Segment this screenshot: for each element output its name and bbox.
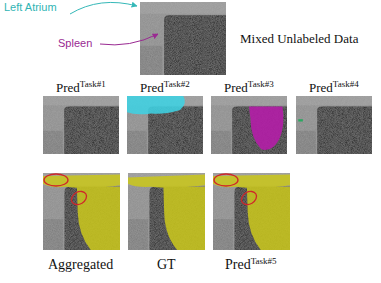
panel-label-main: Pred [225, 257, 251, 272]
image-panel: Aggregated [36, 173, 127, 277]
image-panel: PredTask#3 [207, 80, 291, 156]
panel-label-main: Pred [224, 80, 248, 95]
panel-label-main: Pred [140, 80, 164, 95]
panel-label-main: Pred [56, 80, 80, 95]
image-panel: PredTask#2 [123, 80, 207, 156]
panel-label: PredTask#5 [225, 257, 277, 274]
panel-label: PredTask#3 [224, 80, 274, 97]
panel-label: PredTask#1 [56, 80, 106, 97]
panel-label-main: Mixed Unlabeled Data [240, 31, 358, 46]
image-panel: PredTask#1 [39, 80, 123, 156]
image-panel: Mixed Unlabeled Data [140, 2, 376, 75]
panel-label-superscript: Task#3 [248, 79, 274, 89]
panel-label-main: Pred [309, 80, 333, 95]
panel-label: Mixed Unlabeled Data [240, 31, 358, 47]
panel-label-superscript: Task#4 [333, 79, 359, 89]
panel-label: Aggregated [48, 257, 113, 273]
panel-label: GT [157, 257, 176, 273]
panel-label-superscript: Task#2 [164, 79, 190, 89]
panel-label-main: Aggregated [48, 257, 113, 272]
structure-label: Left Atrium [4, 1, 57, 13]
image-panel: PredTask#4 [292, 80, 376, 156]
panel-label-superscript: Task#5 [251, 256, 277, 266]
image-panel: PredTask#5 [206, 173, 297, 277]
image-panel: GT [121, 173, 212, 277]
panel-label-superscript: Task#1 [80, 79, 106, 89]
structure-label: Spleen [58, 37, 92, 49]
panel-label: PredTask#2 [140, 80, 190, 97]
panel-label-main: GT [157, 257, 176, 272]
panel-label: PredTask#4 [309, 80, 359, 97]
